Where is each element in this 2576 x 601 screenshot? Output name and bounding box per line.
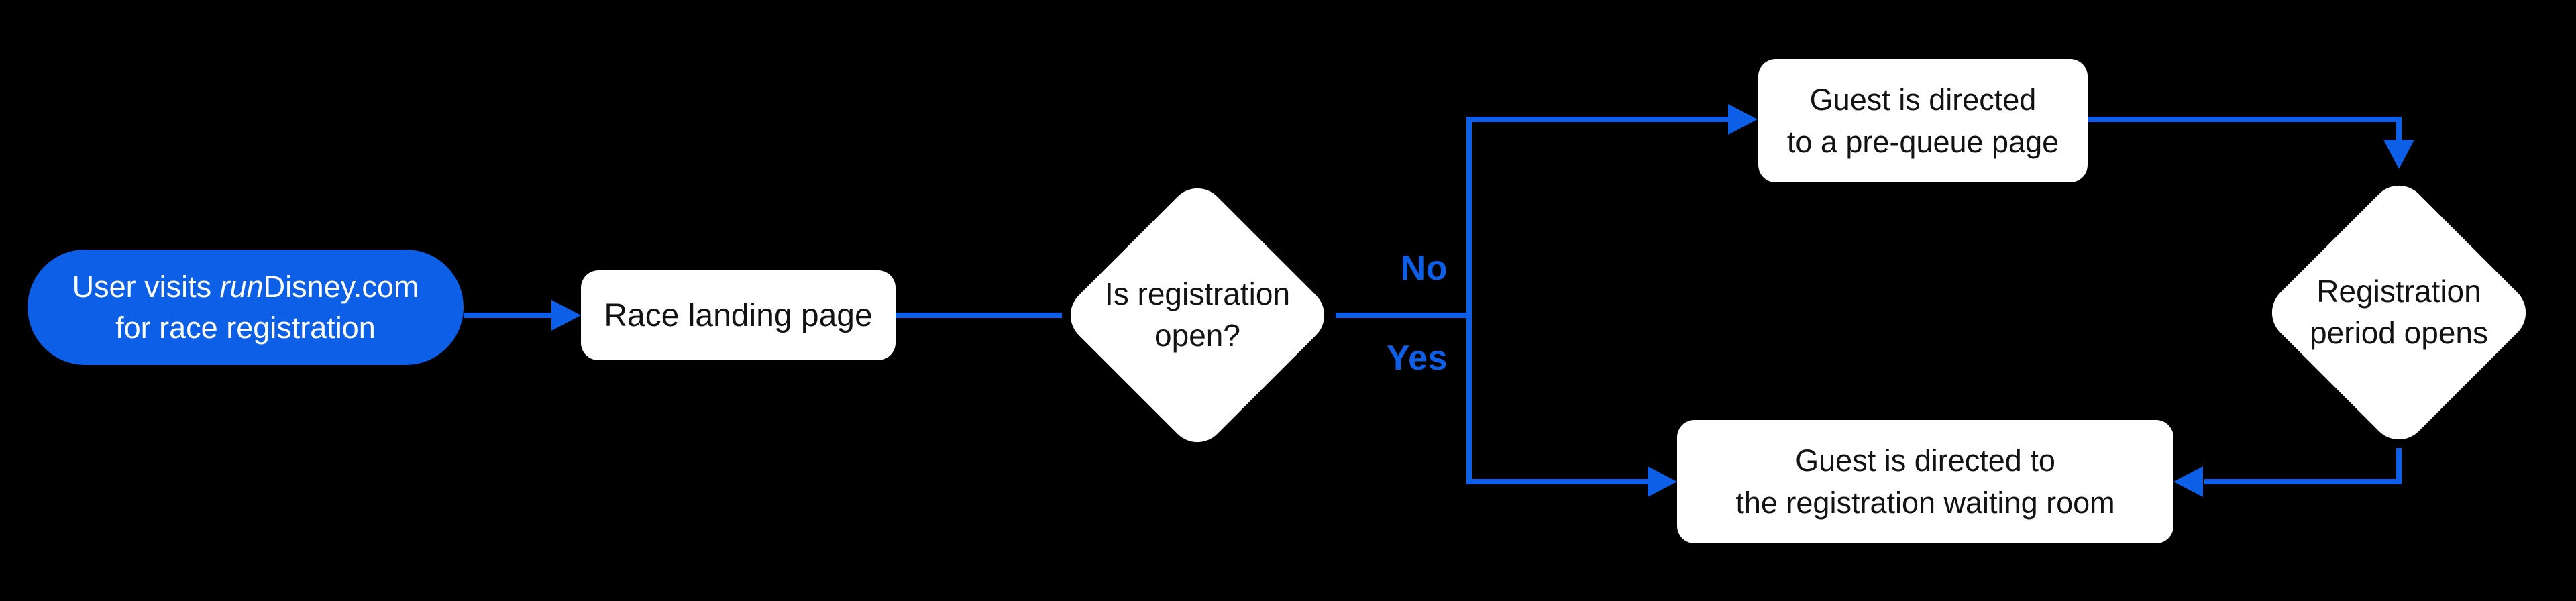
pre-queue-line2: to a pre-queue page <box>1786 125 2059 159</box>
start-node-line1: User visits runDisney.com <box>72 266 419 307</box>
arrowhead-down-icon <box>2383 140 2414 169</box>
edge-yes-branch <box>1466 479 1648 484</box>
edge-label-yes: Yes <box>1386 339 1448 378</box>
edge-decision2-to-waiting <box>2204 479 2402 484</box>
pre-queue-node: Guest is directed to a pre-queue page <box>1758 59 2088 182</box>
edge-start-to-landing <box>464 313 553 318</box>
edge-landing-to-decision <box>896 313 1062 318</box>
start-node-line1-suffix: Disney.com <box>263 270 419 304</box>
edge-decision-to-junction <box>1336 313 1472 318</box>
decision2-line2: period opens <box>2310 315 2488 350</box>
edge-decision2-down <box>2396 448 2402 484</box>
arrowhead-right-icon <box>551 300 581 331</box>
decision2-line1: Registration <box>2316 274 2481 309</box>
edge-prequeue-to-decision2-vertical <box>2396 117 2402 141</box>
waiting-room-node: Guest is directed to the registration wa… <box>1677 420 2174 543</box>
race-landing-node: Race landing page <box>581 270 896 360</box>
edge-branch-vertical <box>1466 117 1472 484</box>
start-node-line1-italic: run <box>219 270 264 304</box>
edge-label-no: No <box>1400 249 1448 288</box>
arrowhead-right-icon <box>1648 466 1677 497</box>
decision1-line2: open? <box>1155 318 1240 353</box>
decision1-line1: Is registration <box>1104 276 1291 311</box>
pre-queue-line1: Guest is directed <box>1809 83 2037 117</box>
race-landing-label: Race landing page <box>604 297 873 333</box>
start-node: User visits runDisney.com for race regis… <box>28 250 464 365</box>
waiting-room-line1: Guest is directed to <box>1795 443 2055 478</box>
arrowhead-right-icon <box>1728 104 1758 135</box>
start-node-line2: for race registration <box>115 311 376 345</box>
decision-registration-period-opens-label: Registration period opens <box>2265 270 2533 353</box>
edge-no-branch <box>1466 117 1728 122</box>
waiting-room-line2: the registration waiting room <box>1735 486 2115 520</box>
edge-prequeue-to-decision2-horizontal <box>2088 117 2402 122</box>
start-node-line1-prefix: User visits <box>72 270 220 304</box>
decision-is-registration-open-label: Is registration open? <box>1063 273 1332 356</box>
arrowhead-left-icon <box>2174 466 2203 497</box>
